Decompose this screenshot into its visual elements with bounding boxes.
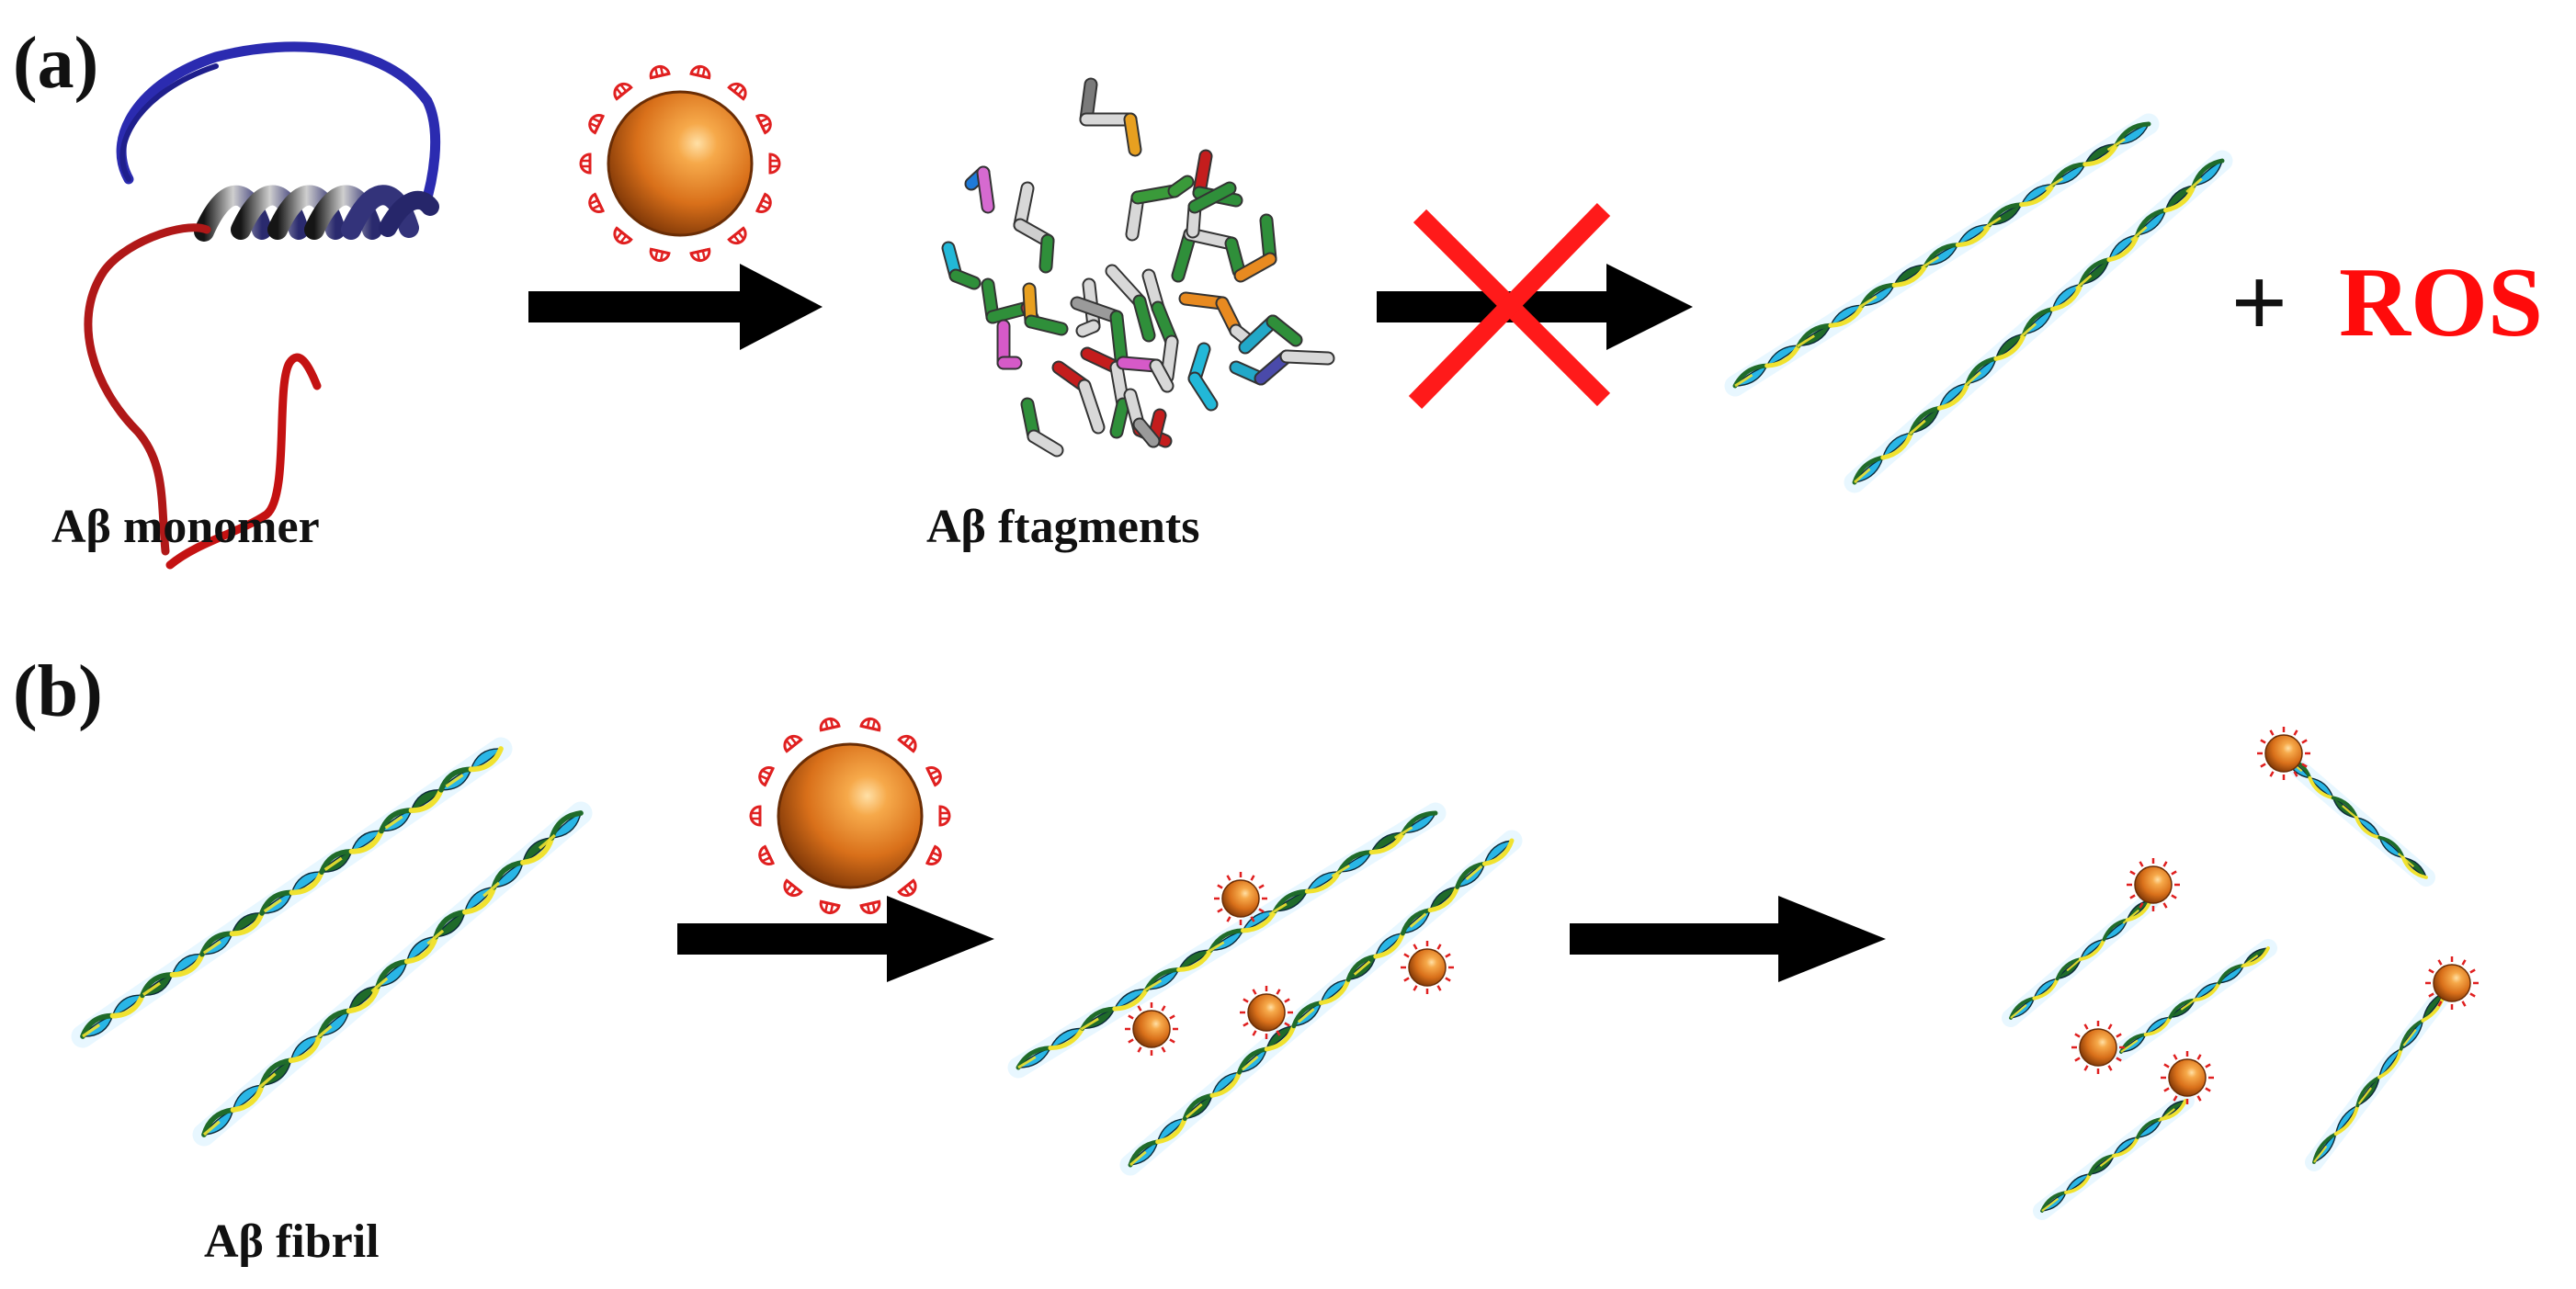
nanoparticle-icon [2257,727,2310,780]
arrow-a1-icon [528,264,823,350]
nanoparticle-icon [1401,941,1454,994]
fragment-stick-icon [1186,181,1237,239]
fragment-stick-icon [941,241,982,290]
fragment-stick-icon [1013,181,1055,274]
fragment-stick-icon [1020,397,1064,458]
nanoparticle-icon [1240,986,1293,1039]
nanoparticle-icon [2161,1051,2214,1104]
arrow-b1-icon [677,896,994,982]
fragment-stick-icon [1233,213,1277,283]
fragment-stick-icon [1187,342,1219,412]
nanoparticle-icon [749,717,951,915]
fibril-icon [71,737,513,1048]
fragment-stick-icon [1125,175,1195,242]
fragment-sticks-icon [941,77,1335,458]
fibril-icon [1844,150,2233,493]
fibril-icon [192,801,593,1147]
cross-icon [1408,203,1611,409]
fragment-stick-icon [1116,356,1175,393]
fragment-stick-icon [1238,314,1303,355]
fibril-icon [2033,1091,2195,1220]
fibril-icon [2112,939,2277,1061]
nanoparticle-icon [579,64,781,263]
fragment-stick-icon [1080,346,1130,439]
fragment-stick-icon [1229,349,1335,386]
panel-b-tag: (b) [13,651,103,732]
panel-a-tag: (a) [13,23,99,104]
fibril-icon [1724,113,2160,397]
fragment-stick-icon [964,165,995,214]
monomer-label: Aβ monomer [51,501,320,553]
fragment-stick-icon [1141,268,1179,384]
arrow-b2-icon [1570,896,1886,982]
fragment-stick-icon [1079,77,1142,157]
fragment-stick-icon [1132,408,1167,448]
fragment-stick-icon [1171,227,1246,283]
plus-sign: + [2231,249,2287,356]
nanoparticle-icon [2127,858,2180,911]
nanoparticle-icon [1125,1002,1178,1056]
fibril-icon [2002,891,2160,1027]
fibrils-layer [71,113,2454,1220]
ros-label: ROS [2339,248,2544,357]
fibril-icon [2277,749,2435,887]
fragment-stick-icon [996,319,1023,370]
fragment-stick-icon [1051,360,1106,435]
fragments-label: Aβ ftagments [926,501,1200,553]
fragment-stick-icon [1070,296,1129,366]
fragment-stick-icon [1105,264,1156,343]
fibril-icon [1119,830,1523,1176]
fragment-stick-icon [1178,291,1257,349]
fibril-icon [1007,802,1447,1079]
fibril-icon [2305,983,2454,1171]
nanoparticle-icon [2425,956,2479,1010]
nanoparticle-icon [2071,1021,2125,1074]
nanoparticles-layer [579,64,2479,1104]
nanoparticle-icon [1214,872,1267,925]
monomer-ribbon-icon [84,41,441,570]
fragment-stick-icon [1022,282,1069,336]
fibril-label: Aβ fibril [204,1216,380,1268]
